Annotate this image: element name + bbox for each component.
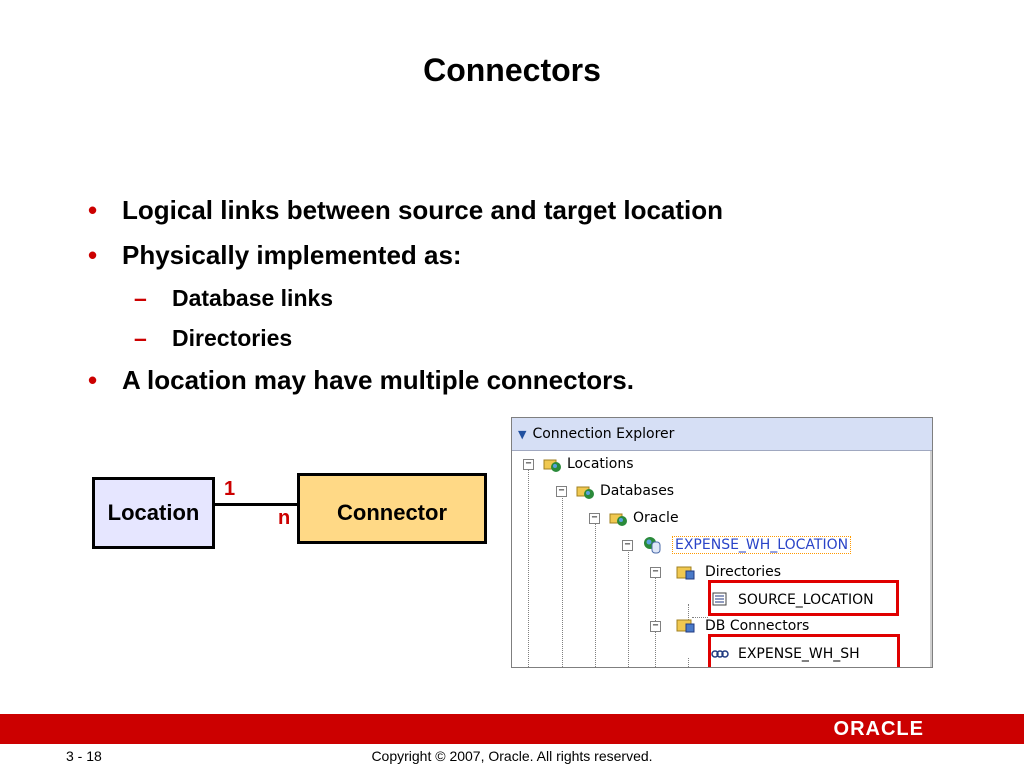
sub-bullet-item: – Directories	[88, 323, 723, 363]
db-connector-icon	[711, 647, 729, 663]
bullet-item: • Physically implemented as:	[88, 238, 723, 283]
tree-line	[528, 469, 529, 667]
tree-node-label[interactable]: EXPENSE_WH_SH	[738, 646, 860, 662]
vertical-divider	[930, 451, 932, 667]
bullet-text: A location may have multiple connectors.	[122, 365, 634, 395]
folder-icon	[676, 616, 695, 633]
highlight-box	[708, 634, 900, 667]
tree-node-label[interactable]: Oracle	[633, 510, 679, 526]
explorer-header[interactable]: ▼ Connection Explorer	[512, 418, 932, 451]
tree-node-label[interactable]: DB Connectors	[705, 618, 810, 634]
connector-entity-label: Connector	[337, 500, 447, 525]
highlight-box	[708, 580, 899, 616]
connector-entity-box: Connector	[297, 473, 487, 544]
bullet-text: Logical links between source and target …	[122, 195, 724, 225]
tree-node-label-selected[interactable]: EXPENSE_WH_LOCATION	[672, 536, 852, 554]
tree-line	[595, 523, 596, 667]
bullet-item: • A location may have multiple connector…	[88, 363, 723, 408]
directory-connector-icon	[711, 591, 729, 607]
bullet-dot: •	[88, 365, 98, 395]
collapse-toggle[interactable]: −	[650, 567, 661, 578]
tree-line	[628, 550, 629, 667]
bullet-dot: •	[88, 240, 98, 270]
database-location-icon	[642, 535, 661, 554]
sub-bullet-dash: –	[134, 325, 147, 351]
tree-line	[692, 617, 708, 618]
collapse-toggle[interactable]: −	[622, 540, 633, 551]
cardinality-many: n	[278, 507, 291, 529]
collapse-toggle[interactable]: −	[589, 513, 600, 524]
location-entity-box: Location	[92, 477, 215, 549]
connection-explorer-panel: ▼ Connection Explorer − Locations − Data…	[511, 417, 933, 668]
relationship-line	[214, 503, 298, 506]
tree-node-label[interactable]: Databases	[600, 483, 675, 499]
bullet-text: Physically implemented as:	[122, 240, 462, 270]
sub-bullet-dash: –	[134, 285, 147, 311]
copyright-text: Copyright © 2007, Oracle. All rights res…	[371, 748, 653, 764]
cardinality-one: 1	[224, 478, 236, 500]
explorer-title: Connection Explorer	[532, 426, 675, 442]
bullet-item: • Logical links between source and targe…	[88, 193, 723, 238]
tree-node-label[interactable]: Locations	[567, 456, 634, 472]
folder-icon	[676, 563, 695, 580]
collapse-toggle[interactable]: −	[650, 621, 661, 632]
sub-bullet-item: – Database links	[88, 283, 723, 323]
collapse-toggle[interactable]: −	[556, 486, 567, 497]
tree-node-label[interactable]: Directories	[705, 564, 782, 580]
locations-icon	[543, 456, 561, 472]
collapse-toggle[interactable]: −	[523, 459, 534, 470]
oracle-logo: ORACLE	[833, 718, 924, 740]
databases-icon	[576, 483, 594, 499]
tree-line	[688, 604, 689, 620]
location-entity-label: Location	[107, 500, 200, 525]
sub-bullet-text: Directories	[172, 325, 293, 351]
oracle-icon	[609, 510, 627, 526]
tree-line	[562, 496, 563, 667]
bullet-dot: •	[88, 195, 98, 225]
sub-bullet-text: Database links	[172, 285, 334, 311]
explorer-tree: − Locations − Databases − Oracle − EXPEN…	[512, 451, 932, 667]
bullet-list: • Logical links between source and targe…	[88, 193, 723, 408]
tree-line	[688, 658, 689, 667]
footer-bar: ORACLE	[0, 714, 1024, 744]
slide-title: Connectors	[423, 52, 601, 88]
tree-node-label[interactable]: SOURCE_LOCATION	[738, 592, 874, 608]
collapse-triangle-icon[interactable]: ▼	[518, 427, 527, 441]
page-number: 3 - 18	[66, 748, 102, 764]
